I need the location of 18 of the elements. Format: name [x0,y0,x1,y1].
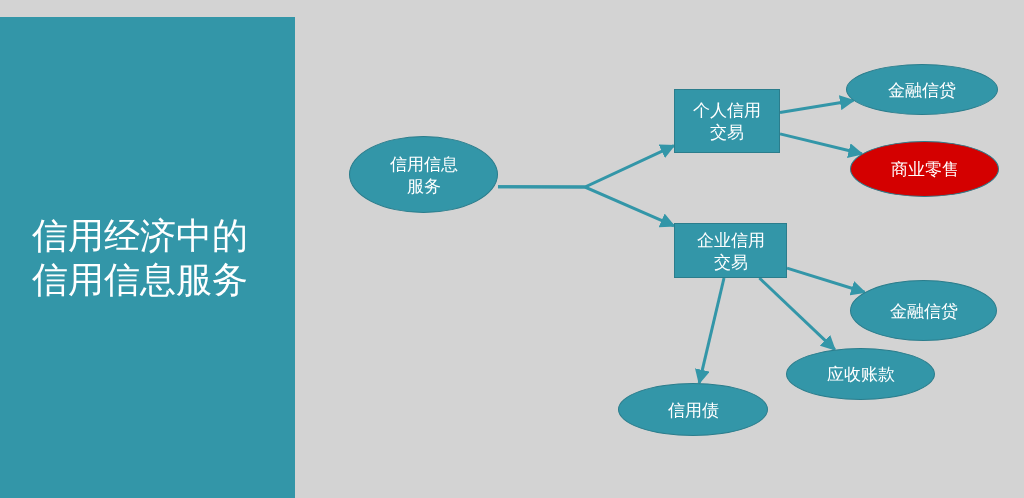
arrow [498,185,676,228]
title-text: 信用经济中的信用信息服务 [31,213,249,302]
node-label: 应收账款 [825,363,896,385]
title-panel [0,17,295,498]
node-label: 金融信贷 [888,299,959,322]
arrow [779,95,855,114]
process-box [674,89,780,153]
node-label: 金融信贷 [887,78,957,101]
arrow [779,132,864,158]
arrow [786,266,867,296]
node-label: 个人信用交易 [692,99,762,143]
node-label: 信用信息服务 [388,152,459,197]
ellipse-node [850,141,999,197]
process-box [674,223,787,278]
node-label: 商业零售 [889,158,960,180]
arrow [695,277,726,385]
node-label: 企业信用交易 [695,228,766,273]
node-label: 信用债 [666,398,720,421]
